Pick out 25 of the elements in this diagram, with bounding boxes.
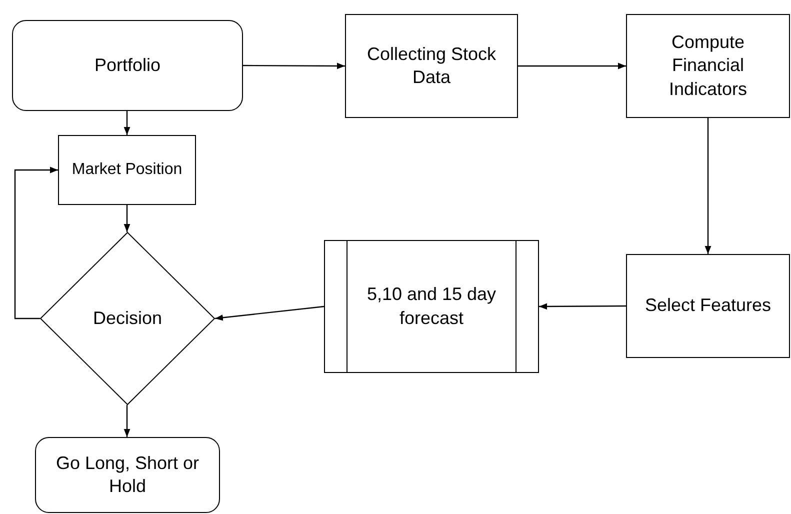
arrow: [124, 205, 130, 232]
predefined-process-box: [324, 240, 539, 373]
terminal-box: [12, 20, 243, 111]
node-label: Go Long, Short or Hold: [54, 452, 200, 498]
arrow: [539, 303, 626, 310]
arrow: [704, 118, 712, 254]
arrow: [124, 405, 130, 437]
node-label: Market Position: [72, 160, 182, 180]
process-box: [626, 14, 790, 118]
node-label: Decision: [92, 306, 162, 330]
arrow: [518, 62, 626, 70]
node-label: 5,10 and 15 day forecast: [366, 283, 498, 330]
decision-diamond: [40, 232, 215, 405]
node-label: Portfolio: [94, 54, 161, 77]
process-box: [626, 254, 790, 358]
process-box: [345, 14, 518, 118]
arrow: [243, 62, 345, 70]
node-label: Compute Financial Indicators: [668, 30, 748, 101]
node-label: Select Features: [644, 294, 772, 318]
arrow: [14, 166, 58, 320]
node-label: Collecting Stock Data: [366, 42, 498, 89]
arrow: [124, 111, 130, 135]
process-box: [58, 135, 196, 205]
terminal-box: [35, 437, 220, 513]
arrow: [214, 306, 324, 321]
